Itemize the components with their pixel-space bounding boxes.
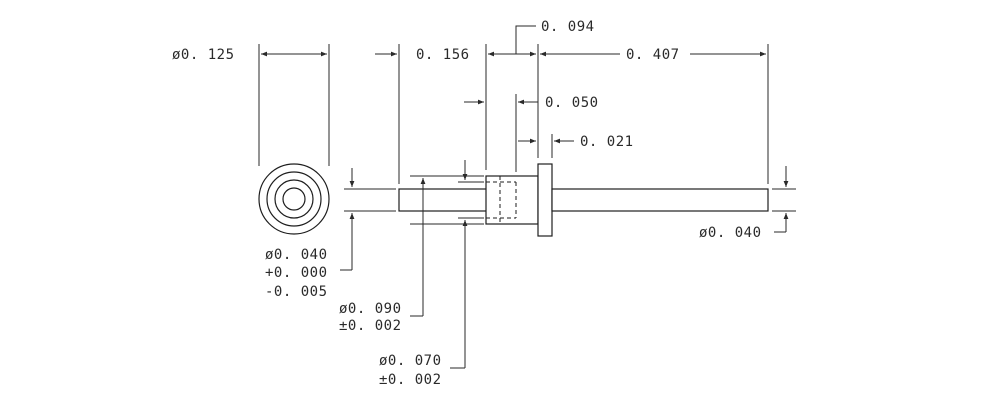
- end-view-pin-circle: [282, 187, 306, 211]
- label-body-diameter: ø0. 090: [339, 301, 402, 317]
- label-length-0050: 0. 050: [545, 95, 599, 111]
- end-view: [258, 44, 330, 235]
- left-vertical-dimensions: [340, 160, 484, 369]
- label-length-0094: 0. 094: [541, 19, 595, 35]
- side-view: [398, 163, 769, 237]
- label-inner-diameter: ø0. 070: [379, 353, 442, 369]
- label-pin-tol-minus: -0. 005: [265, 284, 328, 300]
- label-length-0021: 0. 021: [580, 134, 634, 150]
- top-dimensions: [375, 25, 769, 184]
- body: [485, 175, 539, 225]
- label-body-tol: ±0. 002: [339, 318, 402, 334]
- right-vertical-dimensions: [772, 166, 796, 233]
- dimension-labels: ø0. 125 0. 156 0. 094 0. 407 0. 050 0. 0…: [172, 19, 762, 388]
- leader-0094: [515, 25, 536, 54]
- right-pin: [551, 188, 769, 212]
- label-pin-diameter-left: ø0. 040: [265, 247, 328, 263]
- flange: [537, 163, 553, 237]
- label-length-0407: 0. 407: [626, 47, 680, 63]
- label-pin-tol-plus: +0. 000: [265, 265, 328, 281]
- label-length-0156: 0. 156: [416, 47, 470, 63]
- label-head-diameter: ø0. 125: [172, 47, 235, 63]
- label-pin-diameter-right: ø0. 040: [699, 225, 762, 241]
- label-inner-tol: ±0. 002: [379, 372, 442, 388]
- left-pin: [398, 188, 488, 212]
